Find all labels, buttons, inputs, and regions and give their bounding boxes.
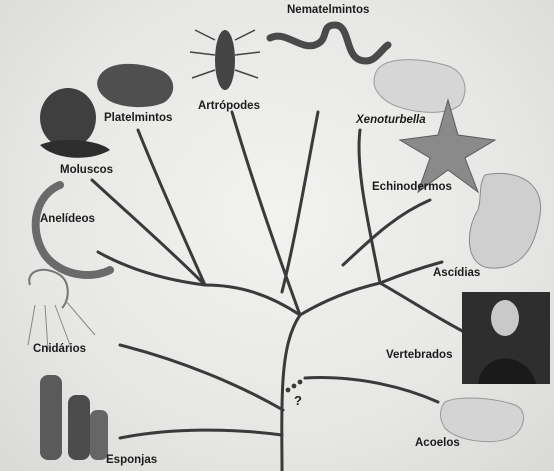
label-vertebrados: Vertebrados	[386, 350, 452, 362]
branch-acoelos	[305, 377, 438, 402]
label-xenoturbella: Xenoturbella	[356, 115, 426, 127]
uncertain-link	[286, 380, 303, 393]
branch-left-main	[205, 285, 300, 315]
moluscos-icon	[40, 88, 110, 158]
label-anelideos: Anelídeos	[40, 214, 95, 226]
unknown-node-mark: ?	[294, 393, 302, 408]
label-moluscos: Moluscos	[60, 165, 113, 177]
ascidias-icon	[469, 173, 540, 268]
branch-platelmintos	[138, 130, 205, 285]
branch-esponjas	[120, 430, 282, 438]
label-platelmintos: Platelmintos	[104, 113, 172, 125]
label-echinodermos: Echinodermos	[372, 182, 452, 194]
branch-xenoturbella	[359, 130, 380, 283]
cnidarios-icon	[28, 270, 95, 350]
branch-cnidarios	[120, 345, 283, 410]
label-cnidarios: Cnidários	[33, 344, 86, 356]
branch-right-main	[300, 283, 380, 315]
vertebrados-icon	[462, 292, 550, 384]
anelideos-icon	[36, 185, 110, 275]
label-acoelos: Acoelos	[415, 438, 460, 450]
branch-vertebrados	[380, 283, 470, 335]
label-artropodes: Artrópodes	[198, 101, 260, 113]
xenoturbella-icon	[374, 60, 465, 113]
nematelmintos-icon	[270, 25, 388, 61]
acoelos-icon	[440, 398, 523, 442]
label-nematelmintos: Nematelmintos	[287, 5, 369, 17]
branch-nematelmintos	[282, 112, 318, 292]
label-ascidias: Ascídias	[433, 268, 480, 280]
platelmintos-icon	[97, 64, 173, 107]
esponjas-icon	[40, 375, 108, 460]
branch-echinodermos	[343, 200, 430, 265]
label-esponjas: Esponjas	[106, 455, 157, 467]
artropodes-icon	[190, 30, 260, 90]
branch-artropodes	[232, 112, 300, 315]
